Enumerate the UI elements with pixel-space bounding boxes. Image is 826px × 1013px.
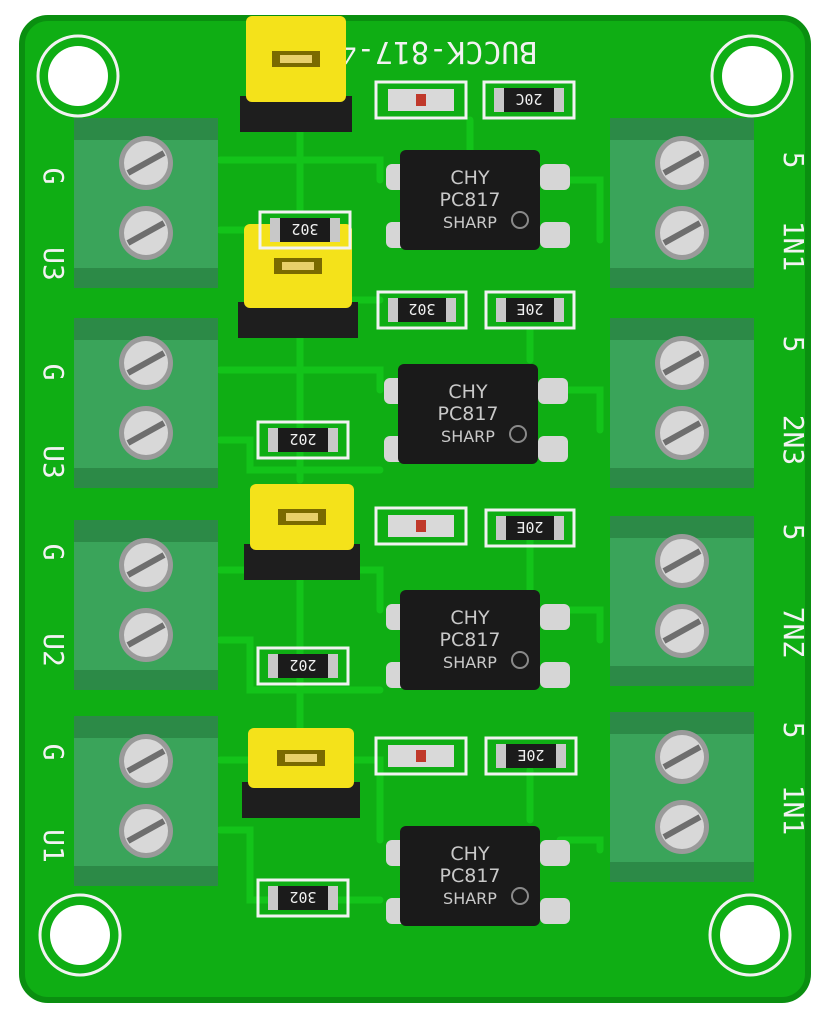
right-terminal-block-1 [610, 118, 754, 288]
left-pin-label: G [37, 744, 70, 761]
resistor-code: 202 [289, 656, 316, 674]
screw-icon[interactable] [655, 206, 709, 260]
left-pin-label: G [37, 364, 70, 381]
chip-label-line3: SHARP [443, 889, 497, 908]
pin1-marker-icon [511, 651, 529, 669]
pin1-marker-icon [509, 425, 527, 443]
screw-icon[interactable] [119, 406, 173, 460]
chip-label-line2: PC817 [440, 189, 501, 211]
right-pin-label: 1N1 [777, 221, 810, 272]
mounting-hole-top-left [36, 34, 120, 118]
chip-label-line3: SHARP [443, 653, 497, 672]
chip-label-line2: PC817 [438, 403, 499, 425]
left-pin-label: G [37, 168, 70, 185]
left-pin-label: U1 [37, 829, 70, 863]
chip-label-line3: SHARP [443, 213, 497, 232]
right-pin-label: 1N1 [777, 785, 810, 836]
jumper-4[interactable] [242, 728, 360, 818]
smd-resistor: 302 [256, 878, 350, 918]
smd-resistor: 302 [258, 210, 352, 250]
screw-icon[interactable] [119, 206, 173, 260]
right-terminal-block-4 [610, 712, 754, 882]
left-pin-label: G [37, 544, 70, 561]
left-pin-label: U3 [37, 247, 70, 281]
resistor-code: 20E [516, 518, 543, 536]
left-terminal-block-2 [74, 318, 218, 488]
screw-icon[interactable] [655, 136, 709, 190]
chip-label-line2: PC817 [440, 865, 501, 887]
resistor-code: 20C [515, 90, 542, 108]
left-terminal-block-3 [74, 520, 218, 690]
smd-led [374, 736, 468, 776]
screw-icon[interactable] [655, 406, 709, 460]
jumper-2[interactable] [238, 224, 358, 338]
right-pin-label: 2N3 [777, 415, 810, 466]
chip-label-line3: SHARP [441, 427, 495, 446]
left-pin-label: U3 [37, 445, 70, 479]
right-terminal-block-2 [610, 318, 754, 488]
screw-icon[interactable] [119, 804, 173, 858]
smd-resistor: 302 [376, 290, 468, 330]
resistor-code: 20E [516, 300, 543, 318]
screw-icon[interactable] [119, 136, 173, 190]
smd-led [374, 506, 468, 546]
smd-resistor: 20C [482, 80, 576, 120]
right-pin-label: 7NZ [777, 607, 810, 658]
pin1-marker-icon [511, 887, 529, 905]
screw-icon[interactable] [655, 534, 709, 588]
right-pin-label: 5 [777, 524, 810, 541]
pcb-edge-shade [19, 15, 811, 1003]
left-terminal-block-1 [74, 118, 218, 288]
resistor-code: 202 [289, 430, 316, 448]
screw-icon[interactable] [119, 538, 173, 592]
resistor-code: 302 [289, 888, 316, 906]
screw-icon[interactable] [655, 800, 709, 854]
pin1-marker-icon [511, 211, 529, 229]
smd-resistor: 20E [484, 290, 576, 330]
jumper-3[interactable] [244, 484, 360, 580]
smd-resistor: 202 [256, 646, 350, 686]
chip-label-line1: CHY [448, 381, 488, 403]
right-pin-label: 5 [777, 722, 810, 739]
left-terminal-block-4 [74, 716, 218, 886]
right-pin-label: 5 [777, 336, 810, 353]
screw-icon[interactable] [119, 734, 173, 788]
right-terminal-block-3 [610, 516, 754, 686]
resistor-code: 302 [408, 300, 435, 318]
screw-icon[interactable] [655, 604, 709, 658]
smd-led [374, 80, 468, 120]
jumper-1[interactable] [240, 16, 352, 132]
smd-resistor: 20E [484, 736, 578, 776]
mounting-hole-top-right [710, 34, 794, 118]
screw-icon[interactable] [655, 730, 709, 784]
smd-resistor: 202 [256, 420, 350, 460]
right-pin-label: 5 [777, 152, 810, 169]
left-pin-label: U2 [37, 633, 70, 667]
screw-icon[interactable] [119, 608, 173, 662]
chip-label-line1: CHY [450, 167, 490, 189]
screw-icon[interactable] [119, 336, 173, 390]
chip-label-line2: PC817 [440, 629, 501, 651]
mounting-hole-bottom-left [38, 893, 122, 977]
chip-label-line1: CHY [450, 607, 490, 629]
mounting-hole-bottom-right [708, 893, 792, 977]
resistor-code: 302 [291, 220, 318, 238]
chip-label-line1: CHY [450, 843, 490, 865]
smd-resistor: 20E [484, 508, 576, 548]
screw-icon[interactable] [655, 336, 709, 390]
resistor-code: 20E [517, 746, 544, 764]
